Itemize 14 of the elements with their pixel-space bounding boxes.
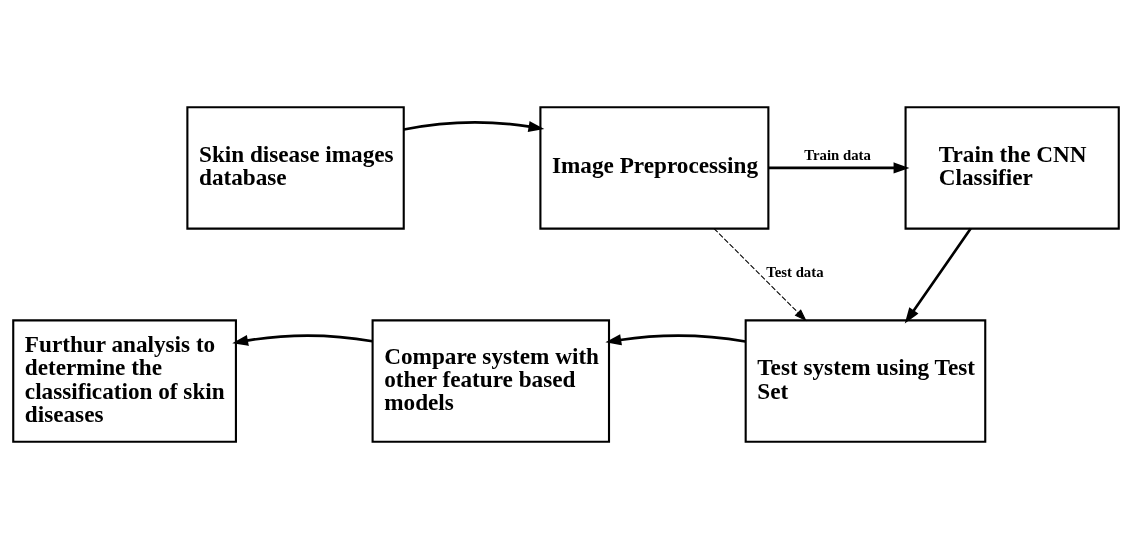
arrow: [713, 227, 807, 321]
arrow: [403, 120, 545, 132]
node-box: Train the CNN Classifier: [904, 105, 1120, 230]
edge-label: Train data: [804, 146, 871, 163]
arrow: [605, 333, 746, 345]
node-box: Skin disease images database: [186, 105, 405, 230]
arrow: [768, 161, 910, 173]
node-box: Image Preprocessing: [539, 105, 770, 230]
node-box: Compare system with other feature based models: [371, 318, 611, 443]
arrow: [904, 227, 972, 323]
edge-label: Test data: [766, 263, 824, 280]
node-box: Furthur analysis to determine the classification of skin diseases: [12, 318, 237, 443]
node-box: Test system using Test Set: [744, 318, 987, 443]
arrow: [232, 333, 373, 346]
